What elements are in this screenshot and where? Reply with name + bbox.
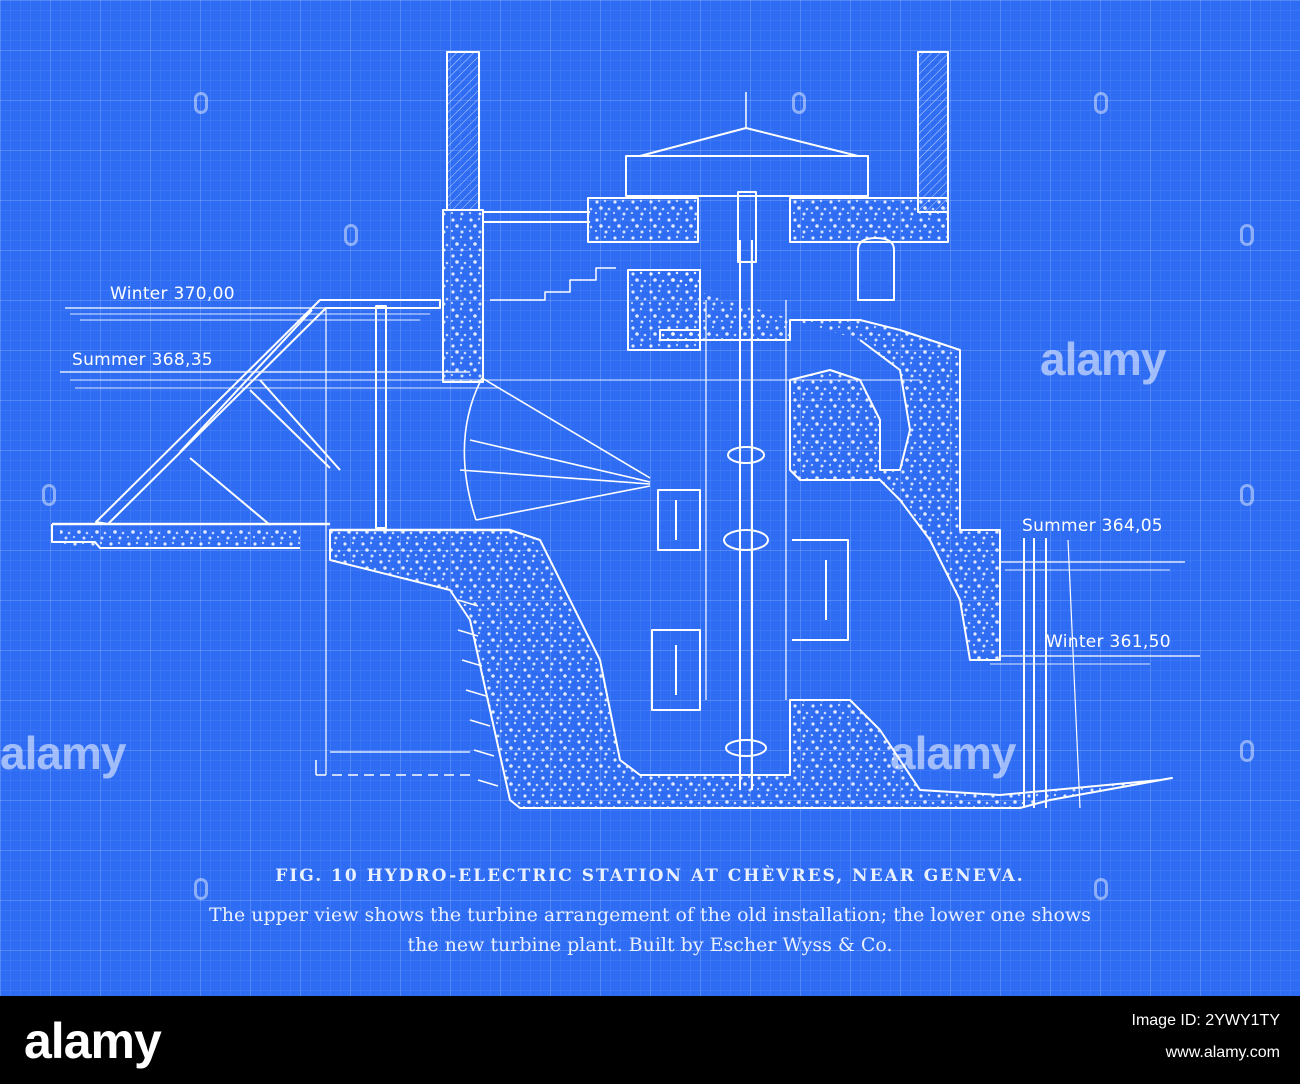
watermark-glyph	[1240, 484, 1254, 506]
turbine-shaft	[705, 240, 787, 790]
downstream-posts	[1023, 538, 1081, 809]
stairs	[490, 267, 616, 301]
riverbed-left	[51, 522, 330, 549]
site-url-label: www.alamy.com	[1165, 1044, 1280, 1061]
building-left-tower	[442, 51, 484, 383]
watermark-text: alamy	[1040, 333, 1166, 385]
downstream-summer-level: Summer 364,05	[1022, 516, 1163, 536]
watermark-glyph	[1240, 740, 1254, 762]
watermark-glyph	[1094, 92, 1108, 114]
watermark-glyph	[792, 92, 806, 114]
caption-line-2: the new turbine plant. Built by Escher W…	[407, 934, 893, 956]
building-right-tower	[917, 51, 949, 213]
upstream-winter-level: Winter 370,00	[110, 284, 235, 304]
watermark-text: alamy	[0, 727, 126, 779]
watermark-glyph	[194, 878, 208, 900]
figure-caption-description: The upper view shows the turbine arrange…	[20, 900, 1280, 960]
foundation-spikes	[457, 599, 499, 787]
turbine-housing	[627, 269, 1001, 661]
weir-frame	[95, 299, 441, 775]
gauge-line	[315, 751, 470, 776]
foundation	[329, 528, 1173, 809]
watermark-glyph	[344, 224, 358, 246]
generator-floor	[483, 92, 949, 301]
watermark-glyph	[1094, 878, 1108, 900]
watermark-glyph	[42, 484, 56, 506]
blueprint-diagram: Winter 370,00 Summer 368,35 Summer 364,0…	[0, 0, 1300, 996]
upstream-summer-level: Summer 368,35	[72, 350, 213, 370]
intake-gate	[459, 377, 651, 521]
scroll-casings	[651, 489, 849, 711]
downstream-winter-level: Winter 361,50	[1046, 632, 1171, 652]
stock-footer-bar	[0, 996, 1300, 1084]
downstream-water-lines	[990, 561, 1200, 665]
hydro-station-section-drawing	[51, 51, 1200, 809]
caption-line-1: The upper view shows the turbine arrange…	[209, 904, 1091, 926]
alamy-logo: alamy	[24, 1013, 162, 1069]
watermark-glyph	[194, 92, 208, 114]
watermark-text: alamy	[890, 727, 1016, 779]
figure-caption-title: FIG. 10 HYDRO-ELECTRIC STATION AT CHÈVRE…	[275, 866, 1025, 886]
watermark-glyph	[1240, 224, 1254, 246]
image-id-label: Image ID: 2YWY1TY	[1131, 1012, 1281, 1029]
